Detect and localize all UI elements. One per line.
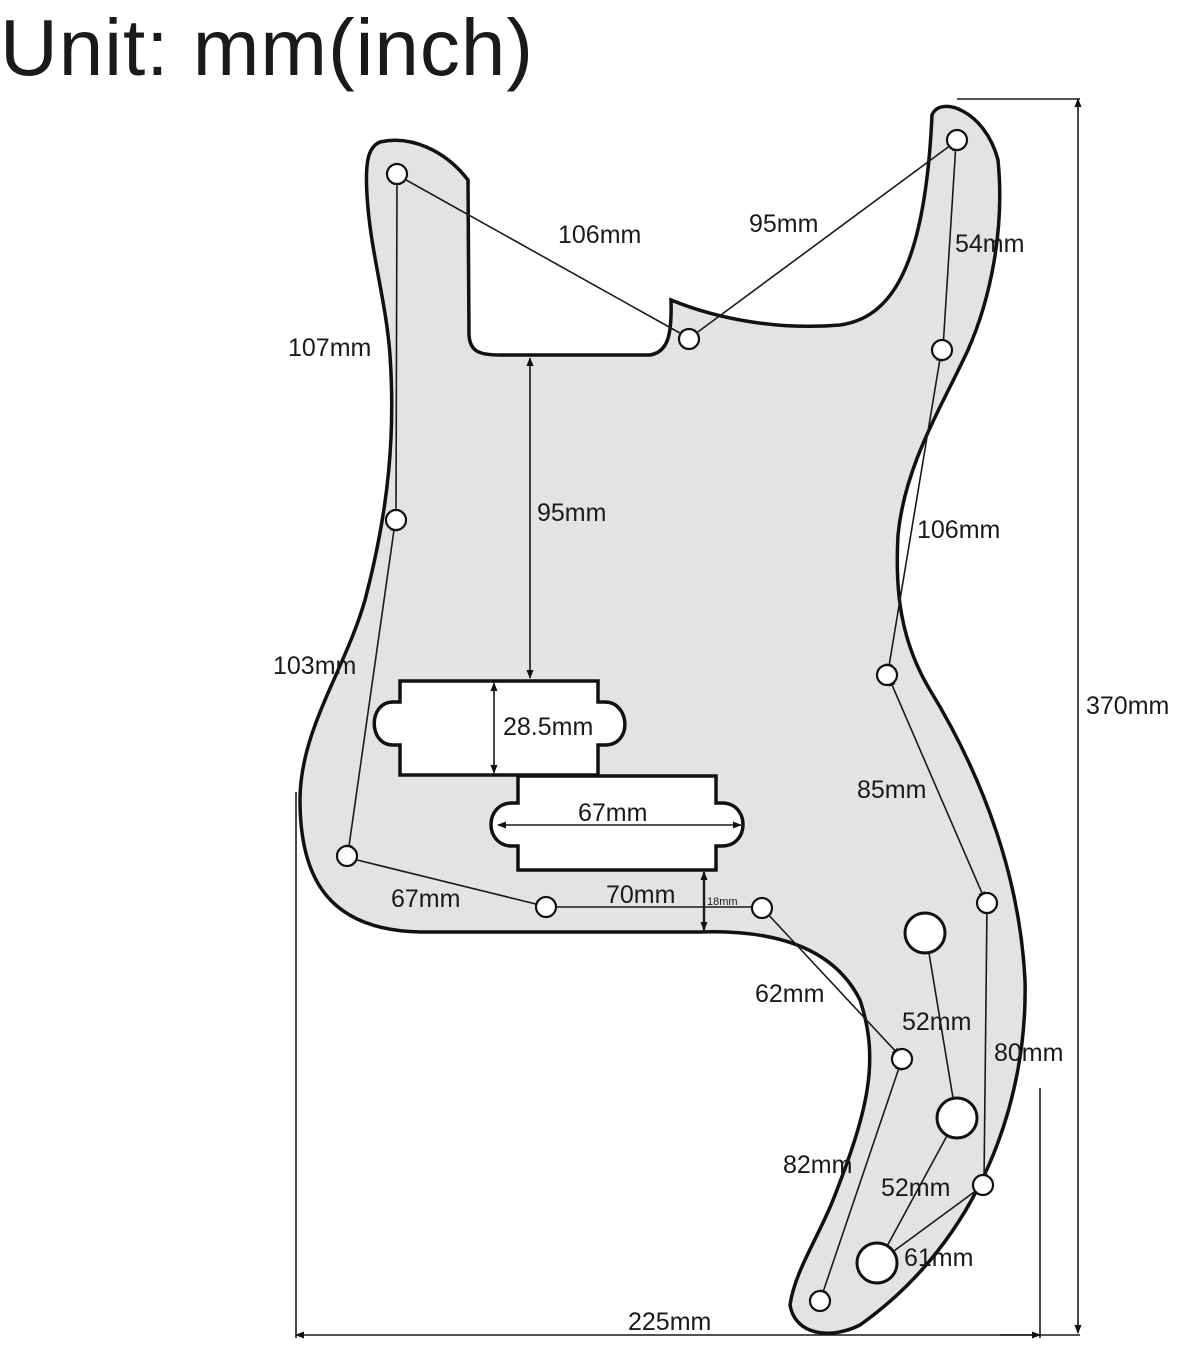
screw-hole (890, 1047, 914, 1071)
dimension-line (763, 909, 901, 1057)
dimension-labels: 225mm 370mm 106mm 95mm 54mm 107mm 95mm 1… (273, 210, 1169, 1336)
label-pickup-height: 28.5mm (503, 713, 593, 741)
screw-hole (945, 128, 969, 152)
label-horn-lower-segment: 82mm (783, 1151, 852, 1179)
label-right-top-segment: 54mm (955, 230, 1024, 258)
label-bottom-middle-segment: 70mm (606, 881, 675, 909)
label-knob-spacing-lower: 52mm (881, 1174, 950, 1202)
label-top-left-to-center: 106mm (558, 221, 641, 249)
label-left-lower-segment: 103mm (273, 652, 356, 680)
label-knob-spacing-upper: 52mm (902, 1008, 971, 1036)
label-overall-height: 370mm (1086, 692, 1169, 720)
screw-hole (385, 162, 409, 186)
label-center-to-pickup: 95mm (537, 499, 606, 527)
label-horn-upper-segment: 62mm (755, 980, 824, 1008)
dimension-line (939, 142, 960, 349)
label-right-middle-segment: 106mm (917, 516, 1000, 544)
screw-hole (534, 895, 558, 919)
screw-hole (975, 891, 999, 915)
control-hole-top (903, 911, 947, 955)
screw-hole (875, 663, 899, 687)
dimension-line (820, 1061, 902, 1299)
label-top-right-to-center: 95mm (749, 210, 818, 238)
dimension-line (980, 905, 991, 1183)
label-pickup-width: 67mm (578, 799, 647, 827)
dimension-line (345, 522, 398, 854)
screw-hole (384, 508, 408, 532)
dimension-line (690, 141, 956, 338)
label-tail-segment: 61mm (904, 1244, 973, 1272)
label-overall-width: 225mm (628, 1308, 711, 1336)
label-left-upper-segment: 107mm (288, 334, 371, 362)
dimension-line (398, 175, 688, 338)
screw-holes (335, 128, 999, 1313)
screw-hole (750, 896, 774, 920)
label-right-lower-segment: 85mm (857, 776, 926, 804)
dimension-lines (295, 98, 1082, 1339)
dimension-line (885, 352, 944, 673)
screw-hole (930, 338, 954, 362)
screw-hole (335, 844, 359, 868)
screw-hole (808, 1289, 832, 1313)
unit-title: Unit: mm(inch) (0, 3, 535, 92)
dimension-line (888, 677, 986, 901)
control-hole-bottom (855, 1241, 899, 1285)
label-bottom-small-offset: 18mm (707, 896, 738, 908)
screw-hole (677, 327, 701, 351)
label-right-far-segment: 80mm (994, 1039, 1063, 1067)
dimension-line (392, 176, 401, 518)
screw-hole (971, 1173, 995, 1197)
label-bottom-left-segment: 67mm (391, 885, 460, 913)
control-hole-middle (935, 1096, 979, 1140)
dimension-line (923, 934, 959, 1117)
dimension-line (348, 856, 545, 908)
dimension-line (878, 1186, 982, 1263)
